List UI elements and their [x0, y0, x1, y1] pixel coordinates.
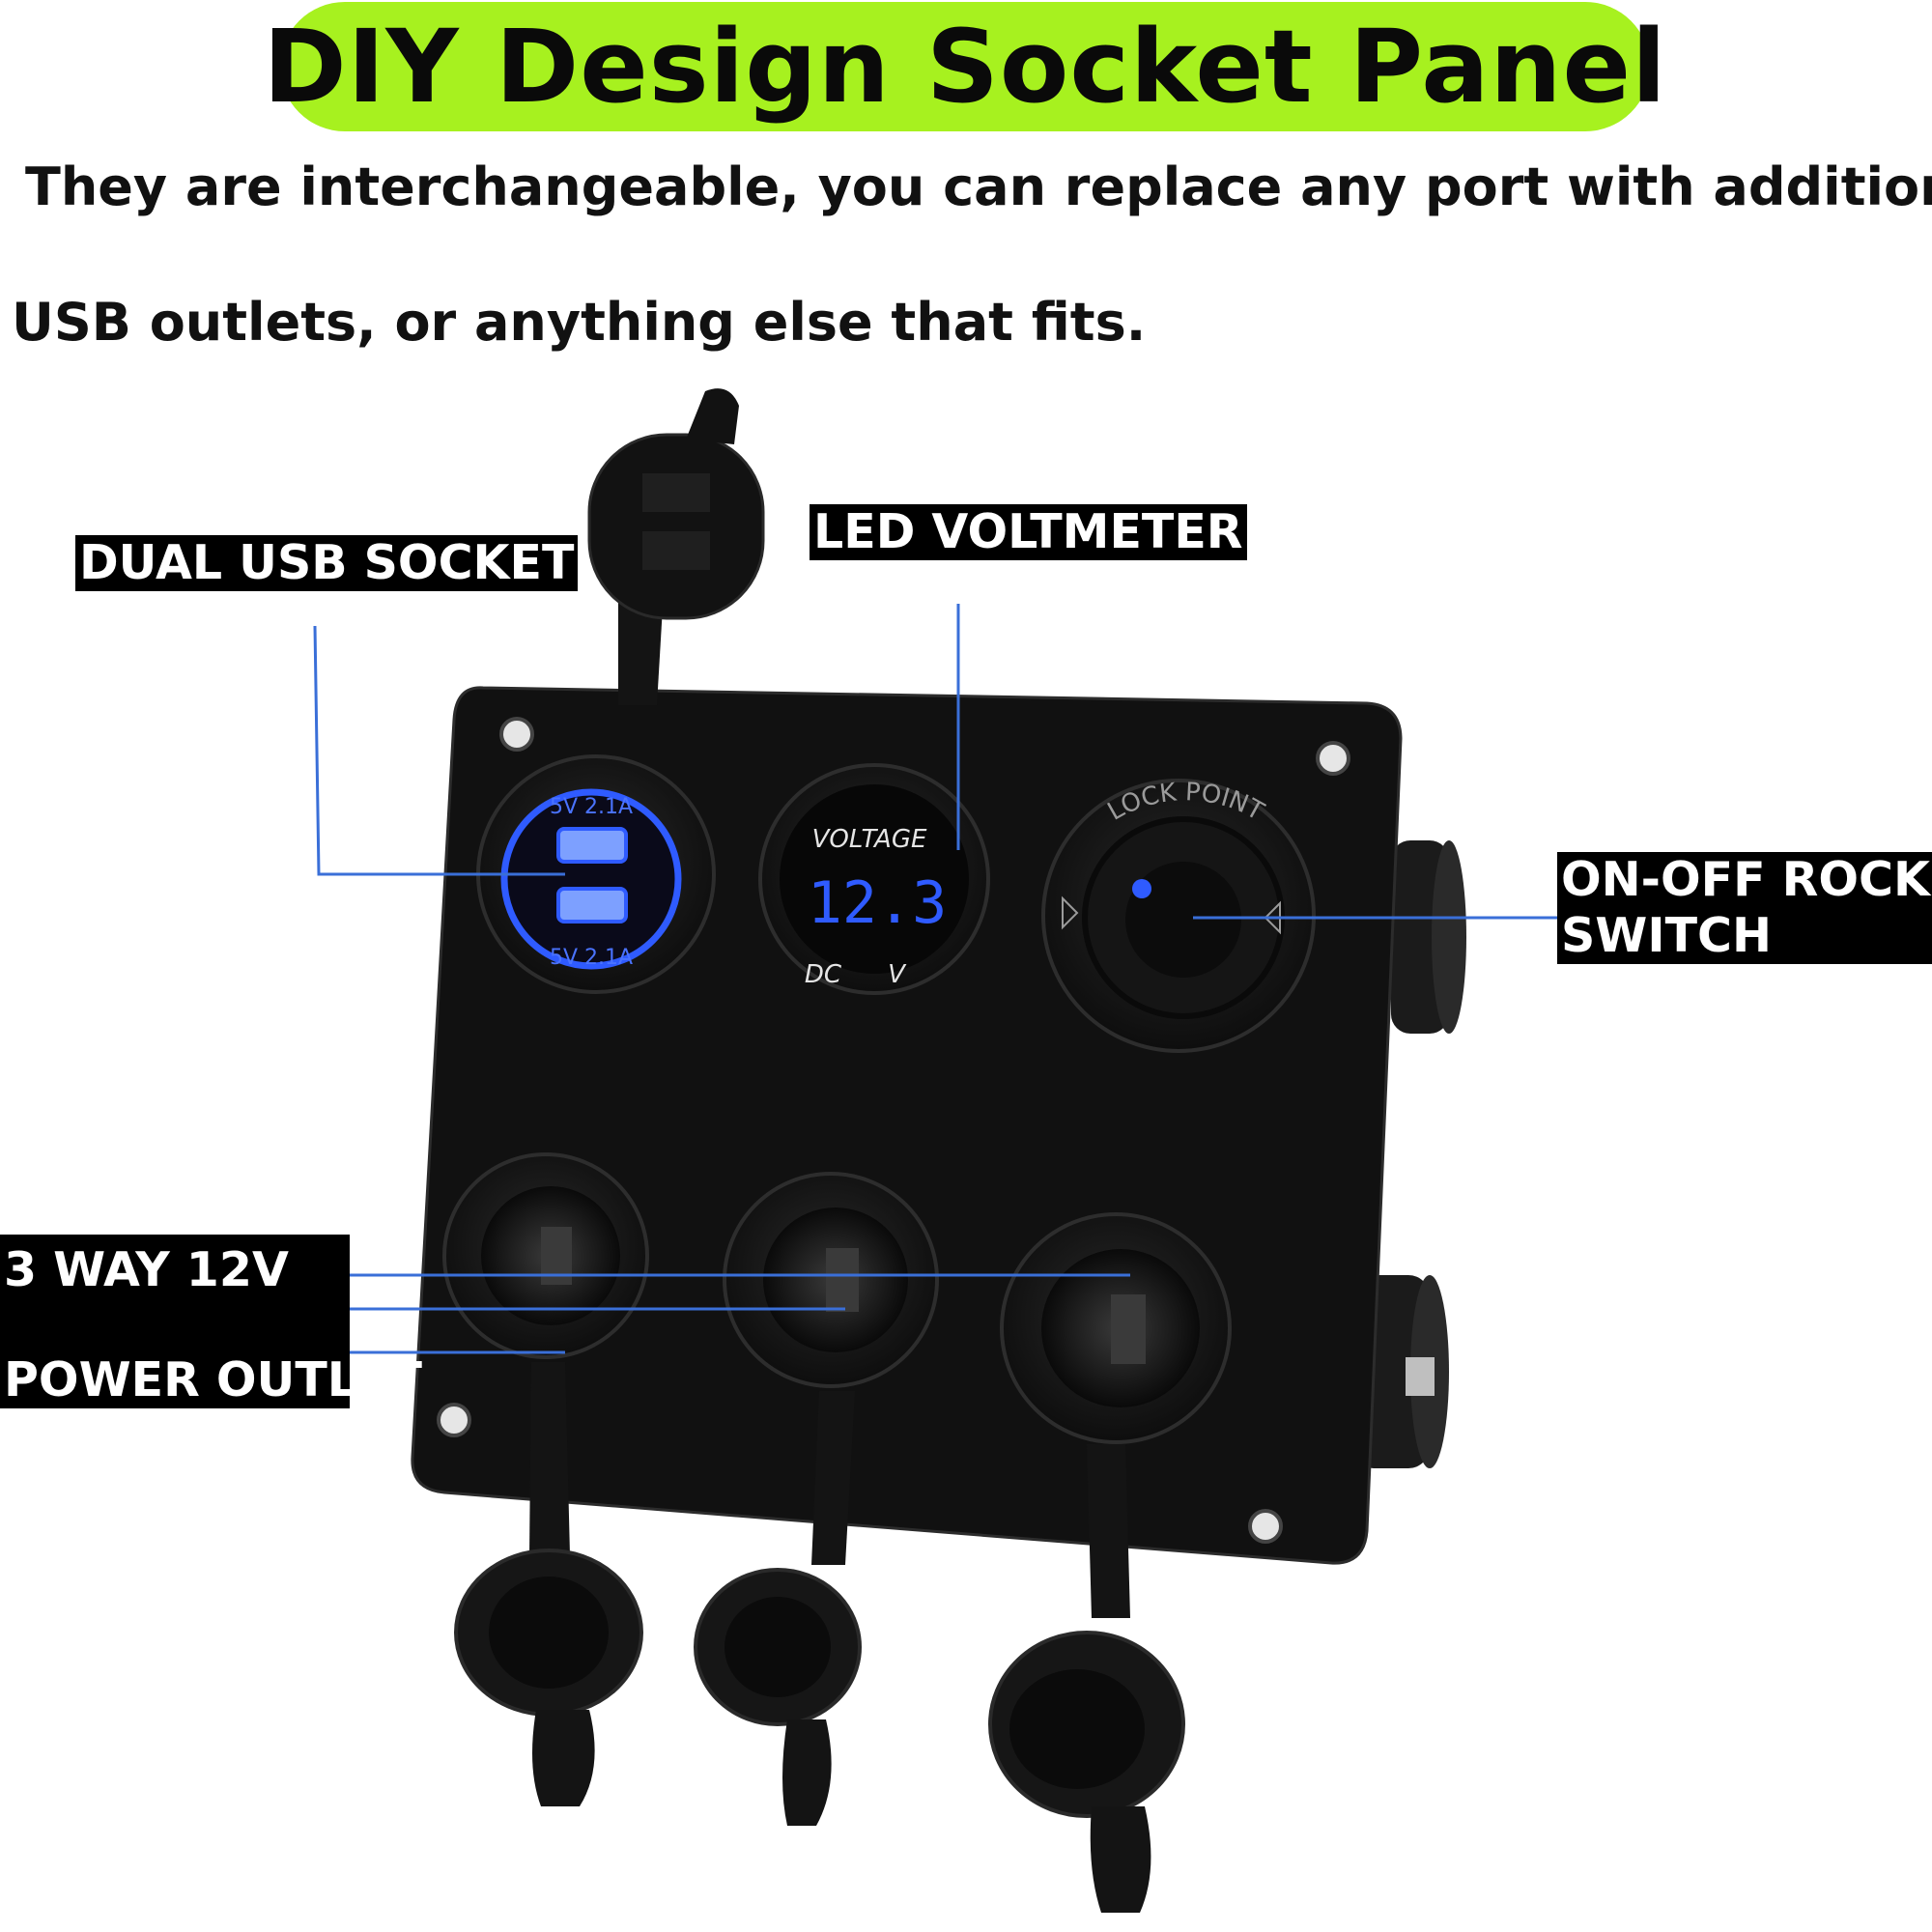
voltmeter-unit-v: V: [888, 960, 907, 989]
voltmeter-heading: VOLTAGE: [812, 825, 927, 854]
outlet-cap-middle: [694, 1391, 862, 1826]
page-title: DIY Design Socket Panel: [263, 8, 1667, 126]
rocker-switch: LOCK POINT: [1041, 778, 1316, 1053]
led-indicator-icon: [1132, 879, 1151, 898]
usb-socket: 5V 2.1A 5V 2.1A: [476, 754, 716, 994]
callout-led-voltmeter: LED VOLTMETER: [810, 504, 1247, 560]
title-banner: DIY Design Socket Panel: [263, 2, 1666, 131]
callout-rocker-line-1: ON-OFF ROCKER: [1561, 852, 1932, 907]
callout-dual-usb-socket: DUAL USB SOCKET: [75, 535, 579, 591]
usb-port-label-bottom: 5V 2.1A: [550, 946, 633, 970]
outlet-cap-left: [454, 1362, 643, 1806]
usb-cap: [587, 388, 765, 705]
description-line-1: They are interchangeable, you can replac…: [25, 156, 1932, 217]
outlet-cap-right: [988, 1444, 1185, 1913]
callout-outlet-line-1: 3 WAY 12V: [4, 1242, 289, 1297]
power-outlet-middle: [723, 1172, 939, 1388]
screw-hole: [437, 717, 1350, 1544]
leader-lines: [313, 604, 1557, 1354]
power-outlet-left: [442, 1152, 649, 1359]
rear-thread-upper: [1391, 840, 1466, 1034]
callout-outlet-line-2: POWER OUTLET: [4, 1352, 422, 1407]
power-outlet-right: [1000, 1212, 1232, 1444]
voltmeter-unit-dc: DC: [805, 960, 842, 989]
description-line-2: USB outlets, or anything else that fits.: [12, 292, 1147, 353]
callout-rocker-switch: ON-OFF ROCKER SWITCH: [1557, 852, 1932, 964]
callout-rocker-line-2: SWITCH: [1561, 908, 1772, 963]
voltmeter-reading: 12.3: [808, 869, 948, 937]
voltmeter: VOLTAGE 12.3 DC V: [758, 763, 990, 995]
callout-power-outlet: 3 WAY 12V POWER OUTLET: [0, 1235, 422, 1408]
usb-port-label-top: 5V 2.1A: [550, 795, 633, 819]
